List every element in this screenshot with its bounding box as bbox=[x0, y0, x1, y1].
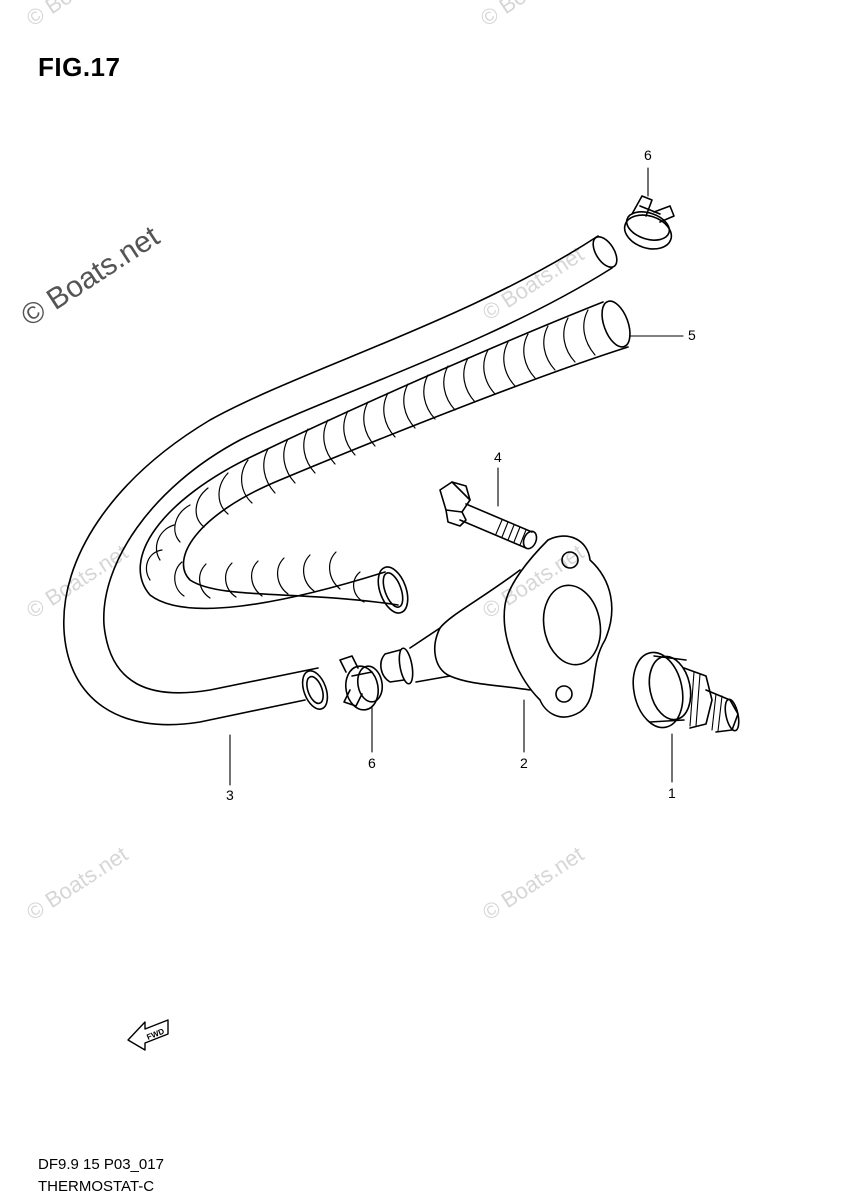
clamp-part-6-lower bbox=[339, 655, 384, 711]
callout-part-2: 2 bbox=[520, 755, 528, 771]
callout-part-5: 5 bbox=[688, 327, 696, 343]
thermostat-part-1 bbox=[632, 651, 740, 733]
callout-part-4: 4 bbox=[494, 449, 502, 465]
hose-part-3 bbox=[63, 235, 618, 726]
callout-part-1: 1 bbox=[668, 785, 676, 801]
protector-part-5 bbox=[139, 300, 631, 614]
figure-title: FIG.17 bbox=[38, 52, 121, 82]
callout-part-3: 3 bbox=[226, 787, 234, 803]
bolt-part-4 bbox=[439, 481, 538, 550]
clamp-part-6-upper bbox=[623, 195, 675, 250]
leader-lines bbox=[229, 167, 684, 786]
diagram-code: DF9.9 15 P03_017 bbox=[38, 1156, 164, 1173]
callout-part-6-upper: 6 bbox=[644, 147, 652, 163]
forward-arrow-icon bbox=[127, 1019, 169, 1051]
callout-part-6-lower: 6 bbox=[368, 755, 376, 771]
thermostat-cover-part-2 bbox=[380, 535, 613, 718]
diagram-name: THERMOSTAT-C bbox=[38, 1178, 155, 1195]
